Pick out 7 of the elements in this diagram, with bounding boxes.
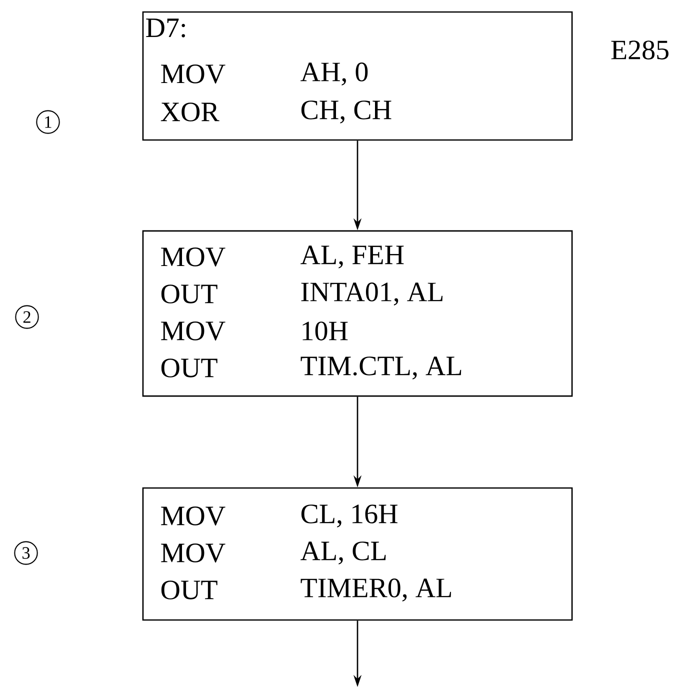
step-number: 3: [14, 541, 38, 565]
code-box: D7: MOV AH, 0 XOR CH, CH: [142, 11, 573, 141]
step-number: 1: [36, 110, 60, 134]
figure-code: E285: [611, 40, 668, 60]
code-box: MOV AL, FEH OUT INTA01, AL MOV 10H OUT TIM.CTL, AL: [142, 230, 573, 397]
step-number: 2: [15, 305, 39, 329]
code-box: MOV CL, 16H MOV AL, CL OUT TIMER0, AL: [142, 487, 573, 621]
